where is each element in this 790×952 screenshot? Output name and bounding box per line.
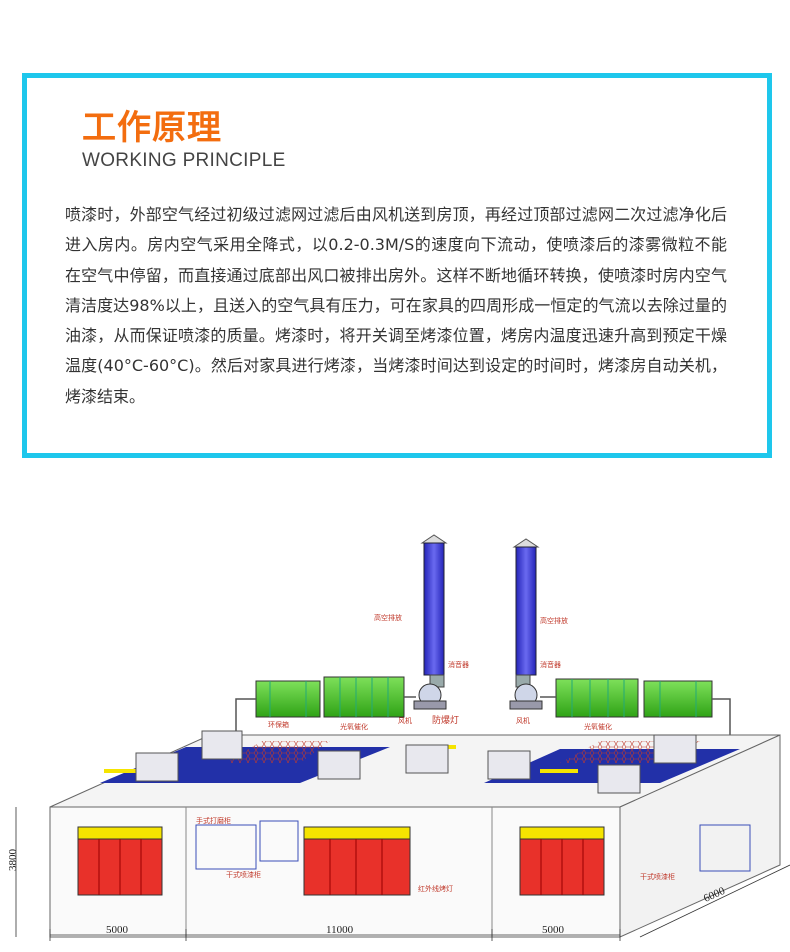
exhaust-chimney-left [420,534,448,688]
label-silencer-left: 消音器 [448,660,469,669]
label-photo-right: 光氧催化 [584,722,612,731]
label-env-box: 环保箱 [268,720,289,729]
working-principle-card: 工作原理 WORKING PRINCIPLE 喷漆时，外部空气经过初级过滤网过滤… [22,73,772,458]
photo-box-right [555,678,639,718]
air-ducts [235,696,731,745]
label-fan-right: 风机 [516,716,530,725]
label-fan-left: 风机 [398,716,412,725]
section-title: 工作原理 [82,108,222,148]
exhaust-chimney-right [512,538,540,688]
label-exhaust-left: 高空排放 [374,613,402,622]
principle-description: 喷漆时，外部空气经过初级过滤网过滤后由风机送到房顶，再经过顶部过滤网二次过滤净化… [65,205,727,406]
label-exhaust-right: 高空排放 [540,616,568,625]
dim-width-right: 5000 [542,924,565,936]
door-left [77,826,163,896]
booth-illustration: 高空排放 高空排放 消音器 消音器 风机 风机 环保箱 光氧催化 光氧催化 防爆… [7,534,790,941]
dimension-lines [15,807,790,941]
label-dry-cabinet-right: 干式喷漆柜 [640,872,675,881]
label-ir-lamp: 红外线烤灯 [418,884,453,893]
env-box-right [643,680,713,718]
fan-right [509,683,543,710]
photo-box-left [323,676,405,718]
cabinets [195,820,751,872]
label-silencer-right: 消音器 [540,660,561,669]
door-middle [303,826,411,896]
dim-width-left: 5000 [106,924,129,936]
label-manual-rack: 手式打磨柜 [196,816,231,825]
fan-left [413,683,447,710]
label-explosion-lamp: 防爆灯 [432,714,459,726]
door-right [519,826,605,896]
air-units [135,730,697,794]
dim-width-mid: 11000 [326,924,354,936]
label-photo-left: 光氧催化 [340,722,368,731]
env-box-left [255,680,321,718]
section-subtitle: WORKING PRINCIPLE [82,150,286,171]
spray-booth-diagram: 高空排放 高空排放 消音器 消音器 风机 风机 环保箱 光氧催化 光氧催化 防爆… [0,525,790,952]
label-dry-cabinet-left: 干式喷漆柜 [226,870,261,879]
dim-height: 3800 [7,849,19,872]
